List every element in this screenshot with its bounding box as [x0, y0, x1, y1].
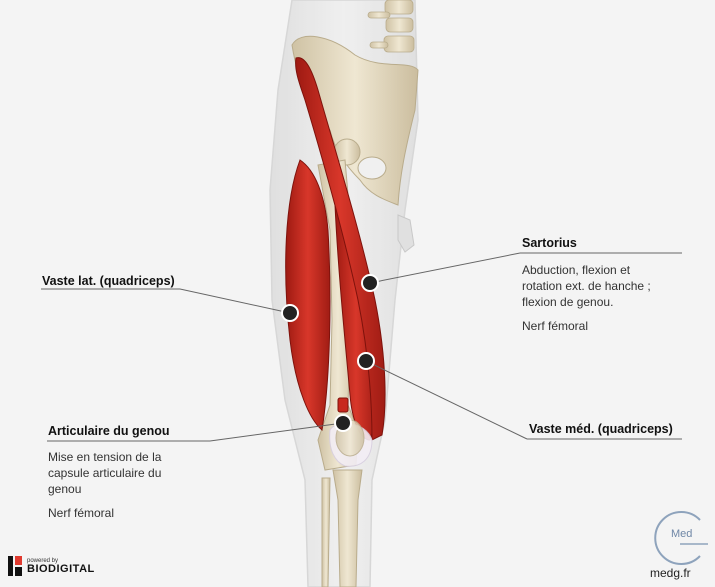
spine	[367, 0, 415, 53]
vastus-lateralis-muscle	[285, 159, 331, 431]
articulaire-desc-line: Mise en tension de la	[48, 450, 162, 464]
marker-sartorius	[361, 274, 379, 292]
label-vaste-lat-title: Vaste lat. (quadriceps)	[42, 274, 175, 288]
tibia	[332, 469, 363, 587]
biodigital-branding: powered by BIODIGITAL	[8, 556, 95, 576]
label-sartorius-nerve: Nerf fémoral	[522, 319, 589, 333]
label-sartorius-description: Abduction, flexion et rotation ext. de h…	[522, 262, 651, 310]
hand-silhouette	[397, 214, 415, 253]
articularis-genus-muscle	[337, 397, 349, 413]
sartorius-muscle	[295, 57, 386, 441]
marker-vaste-med	[357, 352, 375, 370]
marker-articulaire	[334, 414, 352, 432]
sartorius-desc-line: rotation ext. de hanche ;	[522, 279, 651, 293]
label-vaste-med-title: Vaste méd. (quadriceps)	[529, 422, 673, 436]
sartorius-desc-line: Abduction, flexion et	[522, 263, 631, 277]
marker-vaste-lat	[281, 304, 299, 322]
medg-site-link[interactable]: medg.fr	[650, 566, 691, 580]
medg-logo	[654, 511, 708, 565]
label-sartorius-title: Sartorius	[522, 236, 577, 250]
markers	[281, 274, 379, 432]
powered-by-text: powered by	[27, 557, 59, 564]
articulaire-desc-line: genou	[48, 482, 82, 496]
label-articulaire-nerve: Nerf fémoral	[48, 506, 115, 520]
medg-logo-text: Med	[671, 528, 693, 540]
articulaire-desc-line: capsule articulaire du	[48, 466, 162, 480]
biodigital-logo-icon	[8, 556, 22, 576]
obturator-foramen	[357, 156, 387, 180]
biodigital-text: BIODIGITAL	[27, 562, 95, 575]
leader-lines	[41, 252, 682, 442]
sartorius-desc-line: flexion de genou.	[522, 295, 614, 309]
label-articulaire-description: Mise en tension de la capsule articulair…	[48, 449, 161, 497]
fibula	[321, 477, 331, 587]
label-articulaire-title: Articulaire du genou	[48, 424, 170, 438]
